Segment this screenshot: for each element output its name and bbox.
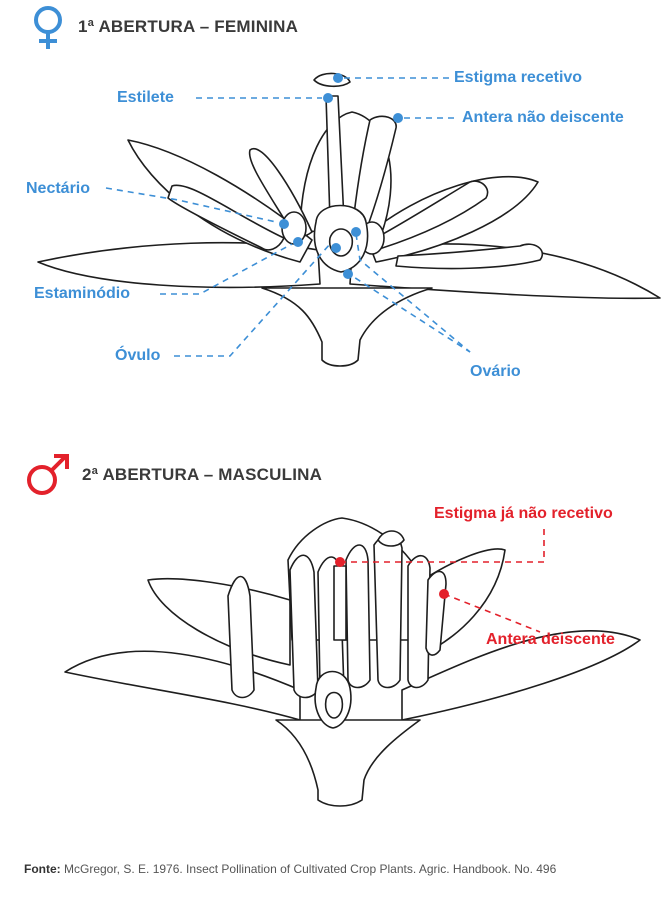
source-footer: Fonte: McGregor, S. E. 1976. Insect Poll… [24, 862, 556, 876]
male-section-header: 2ª ABERTURA – MASCULINA [24, 452, 322, 498]
label-ovario: Ovário [470, 363, 521, 380]
female-label-markers [279, 73, 403, 279]
male-symbol-icon [27, 454, 69, 495]
label-estigma-ja-nao-recetivo: Estigma já não recetivo [434, 505, 613, 522]
label-estigma-recetivo: Estigma recetivo [454, 69, 583, 86]
female-symbol-icon [34, 6, 62, 49]
female-section-header: 1ª ABERTURA – FEMININA [28, 4, 298, 50]
female-flower-drawing [37, 72, 661, 367]
footer-citation: McGregor, S. E. 1976. Insect Pollination… [64, 862, 557, 876]
female-leader-lines [105, 77, 471, 357]
female-section-title: 1ª ABERTURA – FEMININA [78, 17, 299, 36]
label-antera-deiscente: Antera deiscente [486, 631, 615, 648]
male-flower-drawing [64, 517, 641, 807]
label-nectario: Nectário [26, 180, 91, 197]
label-estilete: Estilete [117, 89, 174, 106]
label-antera-nao-deiscente: Antera não deiscente [462, 109, 624, 126]
label-ovulo: Óvulo [115, 347, 161, 364]
male-section-title: 2ª ABERTURA – MASCULINA [82, 465, 323, 484]
label-estaminodio: Estaminódio [34, 285, 131, 302]
male-leader-lines [340, 526, 545, 633]
male-label-markers [335, 557, 449, 599]
footer-label: Fonte: [24, 862, 61, 876]
